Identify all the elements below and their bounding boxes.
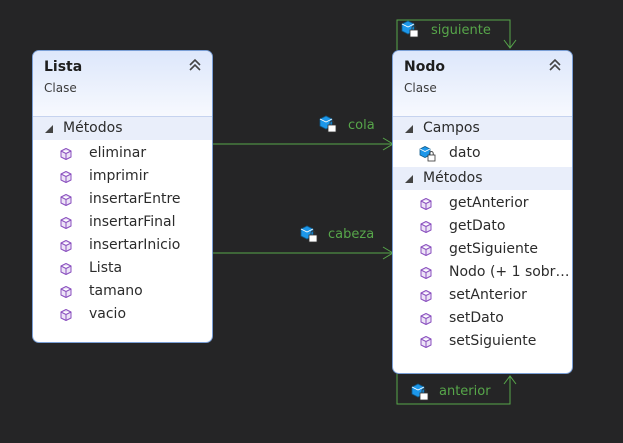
fields-list: dato	[393, 140, 572, 167]
method-item[interactable]: getDato	[393, 215, 572, 238]
property-lock-icon	[401, 20, 419, 38]
class-name: Nodo	[404, 59, 445, 75]
method-label: insertarFinal	[89, 214, 176, 230]
collapse-chevron-icon[interactable]	[187, 57, 203, 73]
anterior-arrowhead	[503, 375, 517, 385]
anterior-connector[interactable]	[396, 374, 511, 405]
class-header[interactable]: Nodo Clase	[393, 51, 572, 117]
method-cube-icon	[420, 313, 432, 325]
collapse-chevron-icon[interactable]	[547, 57, 563, 73]
method-cube-icon	[60, 194, 72, 206]
method-item[interactable]: setDato	[393, 307, 572, 330]
class-header[interactable]: Lista Clase	[33, 51, 212, 117]
method-item[interactable]: getSiguiente	[393, 238, 572, 261]
method-label: imprimir	[89, 168, 149, 184]
cabeza-label[interactable]: cabeza	[328, 227, 375, 242]
section-label: Métodos	[423, 170, 483, 186]
collapse-triangle-icon[interactable]	[405, 175, 413, 183]
method-item[interactable]: vacio	[33, 303, 212, 326]
method-item[interactable]: Lista	[33, 257, 212, 280]
collapse-triangle-icon[interactable]	[45, 125, 53, 133]
class-stereotype: Clase	[404, 81, 437, 95]
method-item[interactable]: insertarInicio	[33, 234, 212, 257]
method-item[interactable]: imprimir	[33, 165, 212, 188]
field-item[interactable]: dato	[393, 142, 572, 165]
method-item[interactable]: Nodo (+ 1 sobr…	[393, 261, 572, 284]
method-label: tamano	[89, 283, 143, 299]
method-label: getDato	[449, 218, 506, 234]
method-cube-icon	[60, 240, 72, 252]
method-label: insertarInicio	[89, 237, 181, 253]
method-cube-icon	[420, 267, 432, 279]
method-item[interactable]: insertarFinal	[33, 211, 212, 234]
class-box-lista[interactable]: Lista Clase Métodos eliminar imprimir in…	[32, 50, 213, 343]
method-cube-icon	[420, 336, 432, 348]
class-stereotype: Clase	[44, 81, 77, 95]
siguiente-label[interactable]: siguiente	[431, 23, 491, 38]
method-label: getSiguiente	[449, 241, 539, 257]
method-label: setDato	[449, 310, 504, 326]
method-cube-icon	[60, 217, 72, 229]
siguiente-connector[interactable]	[396, 19, 511, 50]
method-cube-icon	[60, 171, 72, 183]
method-item[interactable]: eliminar	[33, 142, 212, 165]
method-label: insertarEntre	[89, 191, 181, 207]
cola-label[interactable]: cola	[348, 118, 375, 133]
fields-section-header[interactable]: Campos	[393, 117, 572, 140]
method-cube-icon	[60, 148, 72, 160]
method-label: Nodo (+ 1 sobr…	[449, 264, 570, 280]
methods-list: eliminar imprimir insertarEntre insertar…	[33, 140, 212, 328]
class-name: Lista	[44, 59, 83, 75]
method-cube-icon	[60, 263, 72, 275]
field-label: dato	[449, 145, 481, 161]
property-lock-icon	[411, 383, 429, 401]
section-label: Campos	[423, 120, 480, 136]
property-lock-icon	[300, 225, 318, 243]
collapse-triangle-icon[interactable]	[405, 125, 413, 133]
method-label: Lista	[89, 260, 123, 276]
method-label: eliminar	[89, 145, 147, 161]
method-cube-icon	[420, 290, 432, 302]
method-item[interactable]: tamano	[33, 280, 212, 303]
methods-section-header[interactable]: Métodos	[33, 117, 212, 140]
method-cube-icon	[60, 286, 72, 298]
method-label: setAnterior	[449, 287, 527, 303]
method-item[interactable]: insertarEntre	[33, 188, 212, 211]
field-lock-icon	[419, 146, 436, 162]
method-item[interactable]: getAnterior	[393, 192, 572, 215]
method-label: setSiguiente	[449, 333, 537, 349]
section-label: Métodos	[63, 120, 123, 136]
siguiente-arrowhead	[503, 39, 517, 49]
class-box-nodo[interactable]: Nodo Clase Campos dato Métodos getAnteri…	[392, 50, 573, 374]
method-cube-icon	[60, 309, 72, 321]
method-label: getAnterior	[449, 195, 529, 211]
property-lock-icon	[319, 115, 337, 133]
method-label: vacio	[89, 306, 127, 322]
anterior-label[interactable]: anterior	[439, 384, 491, 399]
method-item[interactable]: setSiguiente	[393, 330, 572, 353]
methods-list: getAnterior getDato getSiguiente Nodo (+…	[393, 190, 572, 355]
method-cube-icon	[420, 198, 432, 210]
method-cube-icon	[420, 244, 432, 256]
method-item[interactable]: setAnterior	[393, 284, 572, 307]
method-cube-icon	[420, 221, 432, 233]
methods-section-header[interactable]: Métodos	[393, 167, 572, 190]
